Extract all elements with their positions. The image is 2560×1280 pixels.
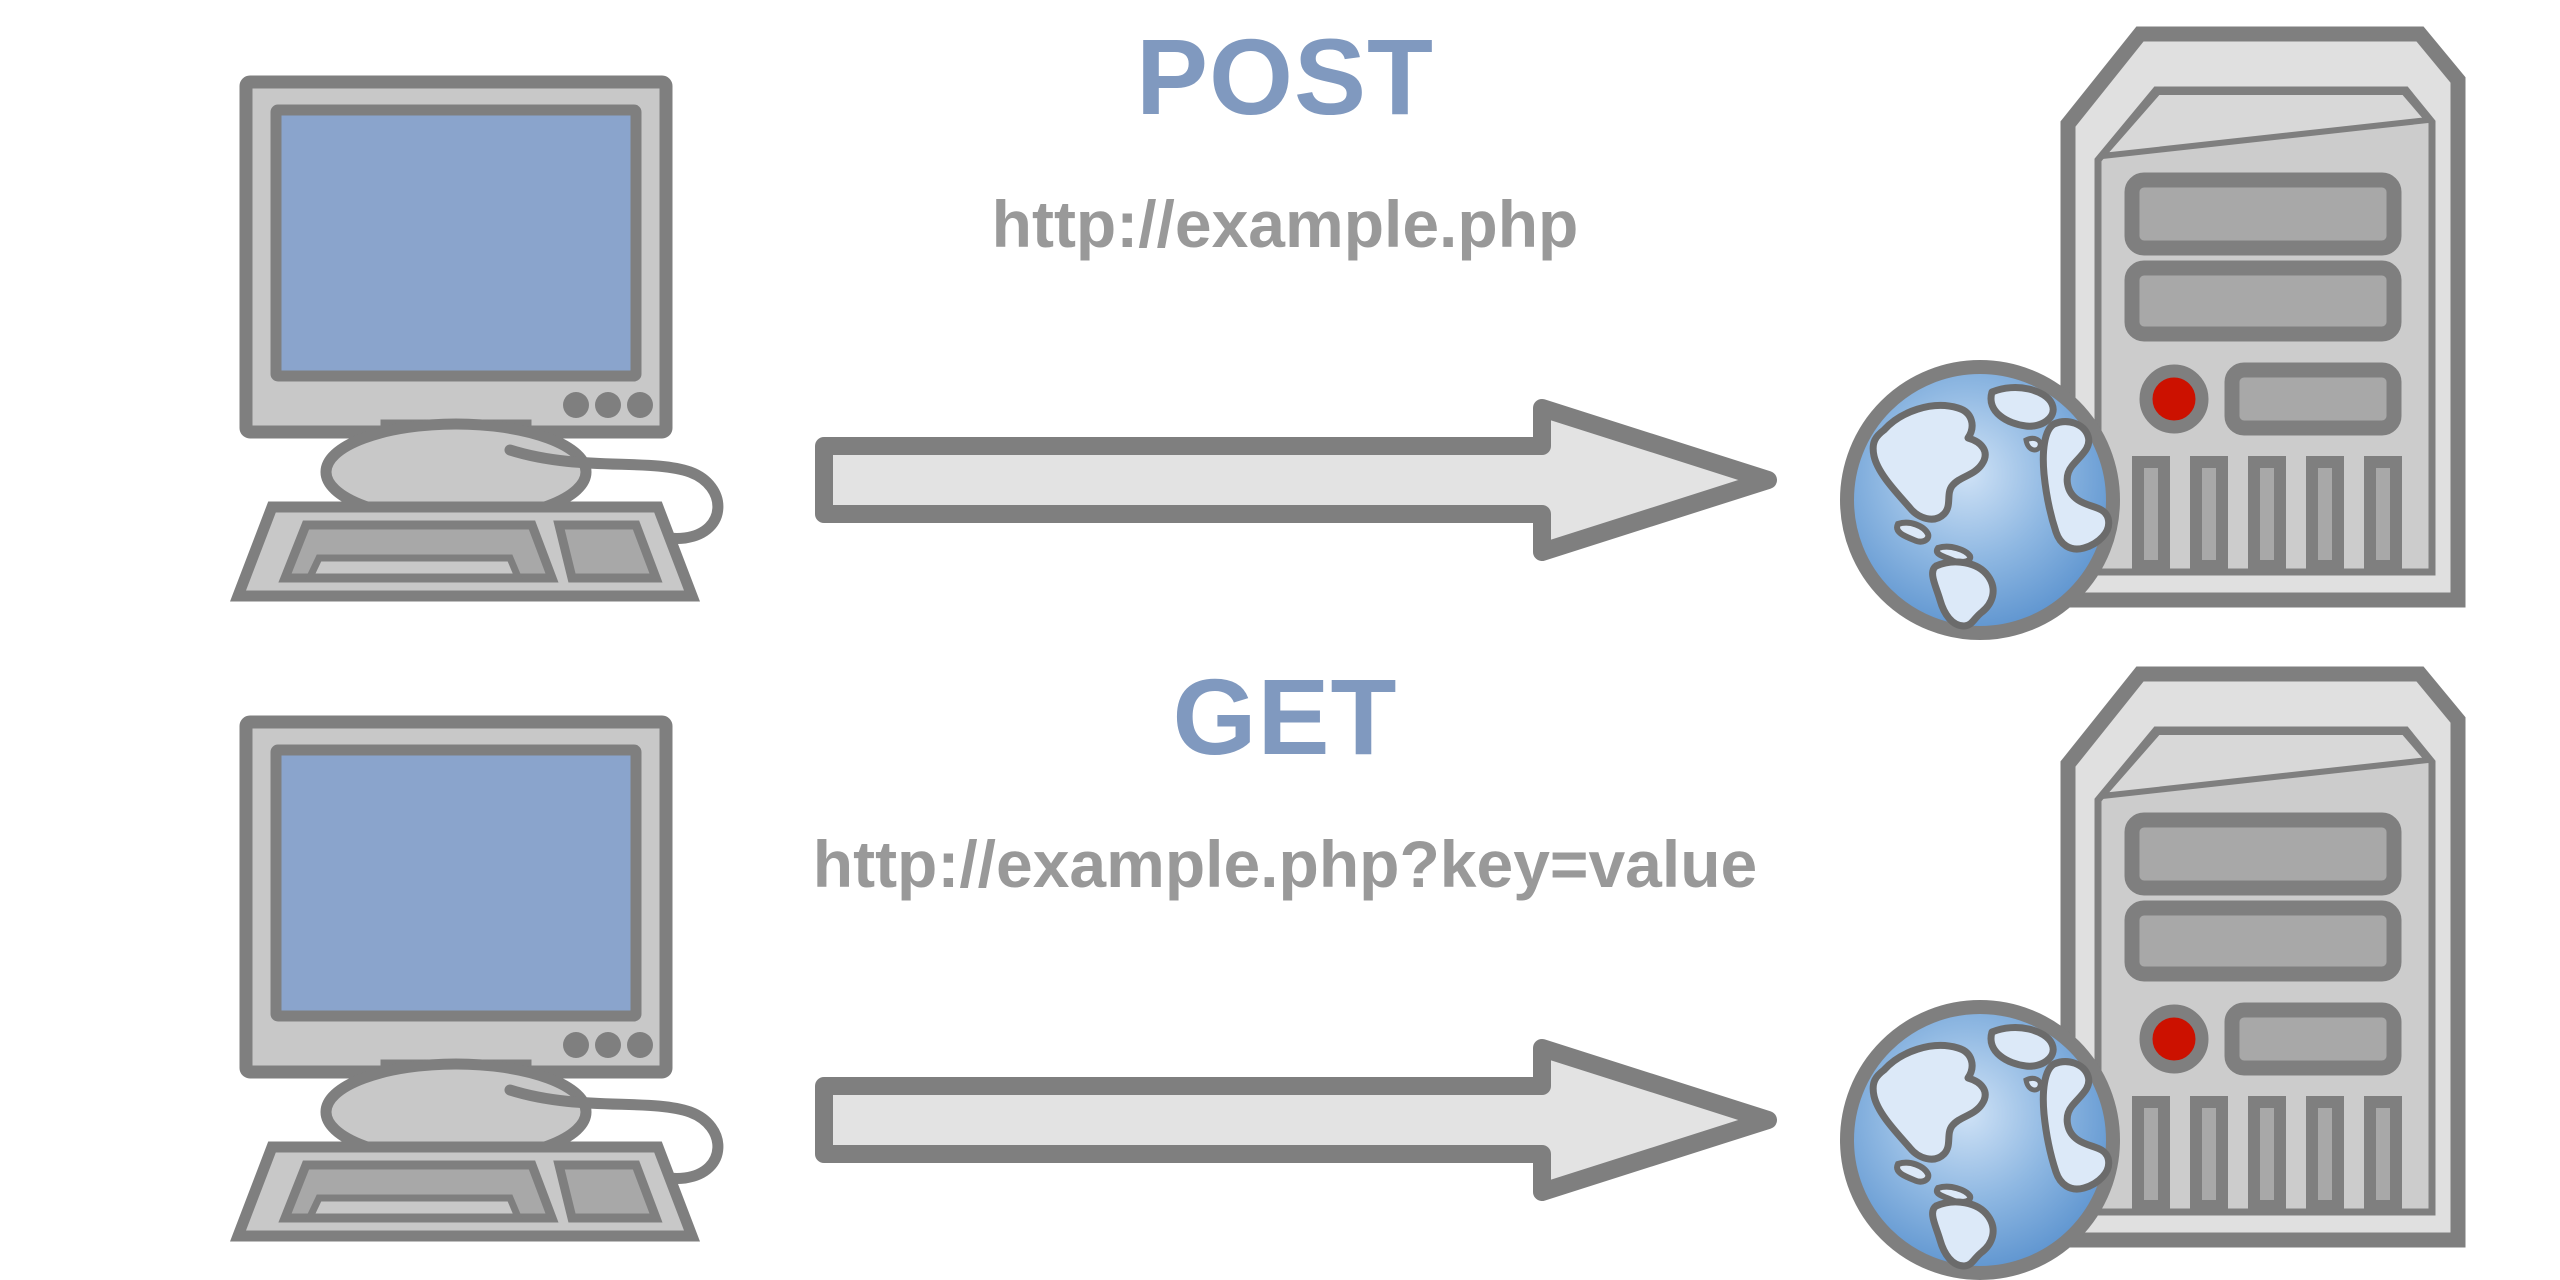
right-arrow-icon [815, 399, 1777, 561]
request-arrow-post [790, 399, 1800, 561]
method-label-post: POST [1135, 16, 1435, 137]
server-post[interactable] [1840, 0, 2520, 640]
server-tower-icon [1840, 666, 2466, 1280]
method-label-get: GET [1172, 656, 1398, 777]
client-computer-post[interactable] [180, 20, 740, 620]
flow-row-post: POST http://example.php [180, 0, 2520, 640]
right-arrow-icon [815, 1039, 1777, 1201]
server-tower-icon [1840, 26, 2466, 640]
request-arrow-get [790, 1039, 1800, 1201]
url-label-get: http://example.php?key=value [812, 827, 1758, 901]
flow-row-get: GET http://example.php?key=value [0, 640, 2560, 1280]
server-get[interactable] [1840, 640, 2520, 1280]
globe-icon [1840, 1000, 2120, 1280]
client-computer-get[interactable] [180, 660, 740, 1260]
url-label-post: http://example.php [991, 187, 1579, 261]
globe-icon [1840, 360, 2120, 640]
desktop-computer-icon [230, 715, 724, 1242]
desktop-computer-icon [230, 75, 724, 602]
